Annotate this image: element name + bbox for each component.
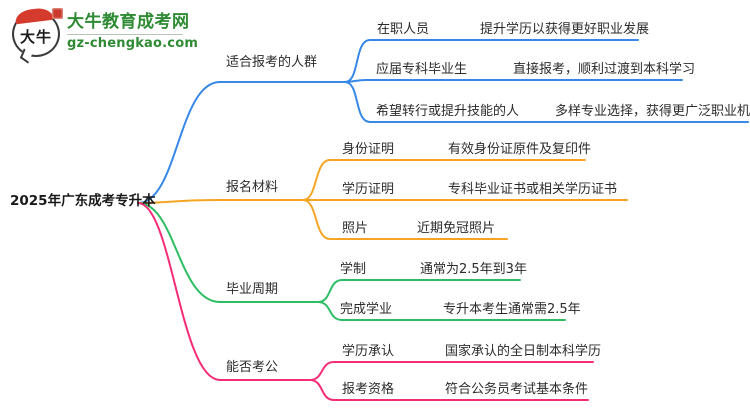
child-keyword: 学历承认 <box>342 344 395 359</box>
branch-label-civil-service-eligibility: 能否考公 <box>226 360 279 375</box>
branch-green-connector <box>137 202 566 321</box>
child-keyword: 应届专科毕业生 <box>376 62 468 77</box>
child-desc: 有效身份证原件及复印件 <box>448 142 592 157</box>
branch-orange-connector <box>137 159 628 240</box>
badge-text: 大牛 <box>19 27 52 46</box>
daniu-bubble-icon: 大牛 <box>12 6 63 64</box>
child-keyword: 希望转行或提升技能的人 <box>376 104 520 119</box>
child-keyword: 报考资格 <box>342 382 395 397</box>
branch-label-graduation-cycle: 毕业周期 <box>226 282 279 297</box>
root-node: 2025年广东成考专升本 <box>10 193 156 209</box>
child-desc: 专科毕业证书或相关学历证书 <box>448 182 618 197</box>
child-desc: 通常为2.5年到3年 <box>420 262 527 277</box>
child-keyword: 学制 <box>340 262 367 277</box>
branch-blue-connector <box>137 39 749 204</box>
child-desc: 提升学历以获得更好职业发展 <box>480 22 650 37</box>
child-desc: 近期免冠照片 <box>417 221 496 236</box>
branch-pink-connector <box>137 202 594 401</box>
site-logo[interactable]: 大牛 大牛教育成考网 gz-chengkao.com <box>12 6 198 64</box>
logo-divider <box>67 34 183 35</box>
site-domain: gz-chengkao.com <box>67 36 199 51</box>
branch-label-registration-materials: 报名材料 <box>226 180 279 195</box>
logo-text-block: 大牛教育成考网 gz-chengkao.com <box>67 11 198 51</box>
branch-label-suitable-applicants: 适合报考的人群 <box>226 55 318 70</box>
child-desc: 符合公务员考试基本条件 <box>445 382 589 397</box>
child-desc: 国家承认的全日制本科学历 <box>445 344 602 359</box>
child-keyword: 在职人员 <box>377 22 430 37</box>
child-desc: 直接报考，顺利过渡到本科学习 <box>513 62 696 77</box>
child-keyword: 学历证明 <box>342 182 395 197</box>
child-keyword: 身份证明 <box>342 142 395 157</box>
child-desc: 多样专业选择，获得更广泛职业机会 <box>555 104 750 119</box>
site-name: 大牛教育成考网 <box>67 12 190 32</box>
child-keyword: 完成学业 <box>340 302 393 317</box>
child-desc: 专升本考生通常需2.5年 <box>443 302 581 317</box>
child-keyword: 照片 <box>342 221 369 236</box>
red-seal-icon <box>52 8 63 19</box>
